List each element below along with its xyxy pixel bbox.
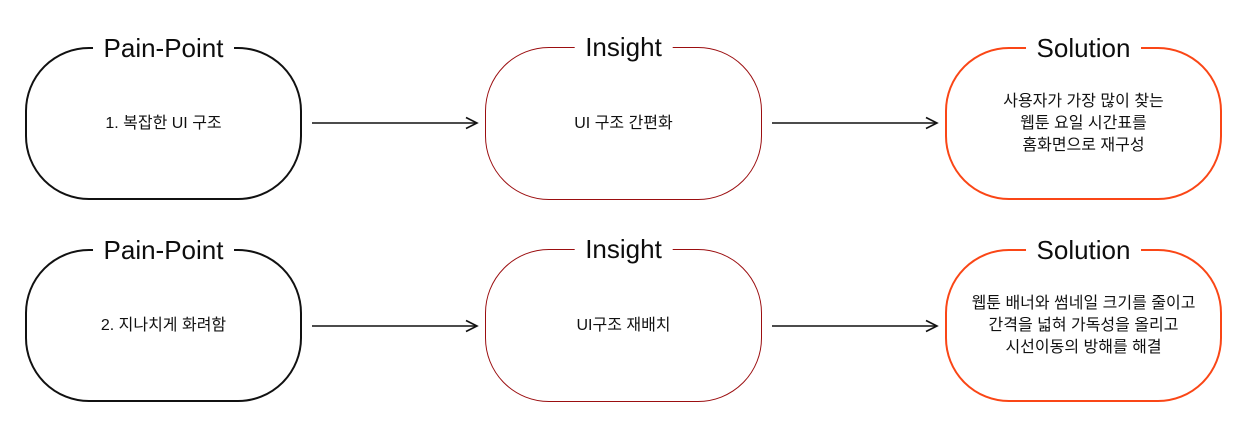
node-title: Solution	[1025, 32, 1142, 63]
flow-arrow	[772, 116, 939, 130]
node-pain-point-1[interactable]: Pain-Point 1. 복잡한 UI 구조	[25, 32, 302, 200]
node-body: 2. 지나치게 화려함	[100, 316, 227, 334]
node-body: UI 구조 간편화	[574, 114, 673, 132]
node-body: 1. 복잡한 UI 구조	[105, 114, 222, 132]
flow-arrow	[772, 319, 939, 333]
node-title: Solution	[1025, 234, 1142, 265]
node-body: UI구조 재배치	[576, 316, 671, 334]
node-body: 사용자가 가장 많이 찾는 웹툰 요일 시간표를 홈화면으로 재구성	[1003, 92, 1164, 154]
node-insight-2[interactable]: Insight UI구조 재배치	[485, 233, 762, 402]
node-insight-1[interactable]: Insight UI 구조 간편화	[485, 31, 762, 200]
node-title: Insight	[574, 31, 673, 62]
flow-arrow	[312, 319, 479, 333]
node-body: 웹툰 배너와 썸네일 크기를 줄이고 간격을 넓혀 가독성을 올리고 시선이동의…	[971, 294, 1196, 356]
node-title: Pain-Point	[92, 234, 235, 265]
node-solution-2[interactable]: Solution 웹툰 배너와 썸네일 크기를 줄이고 간격을 넓혀 가독성을 …	[945, 234, 1222, 402]
node-pain-point-2[interactable]: Pain-Point 2. 지나치게 화려함	[25, 234, 302, 402]
node-title: Pain-Point	[92, 32, 235, 63]
flow-arrow	[312, 116, 479, 130]
node-title: Insight	[574, 233, 673, 264]
node-solution-1[interactable]: Solution 사용자가 가장 많이 찾는 웹툰 요일 시간표를 홈화면으로 …	[945, 32, 1222, 200]
